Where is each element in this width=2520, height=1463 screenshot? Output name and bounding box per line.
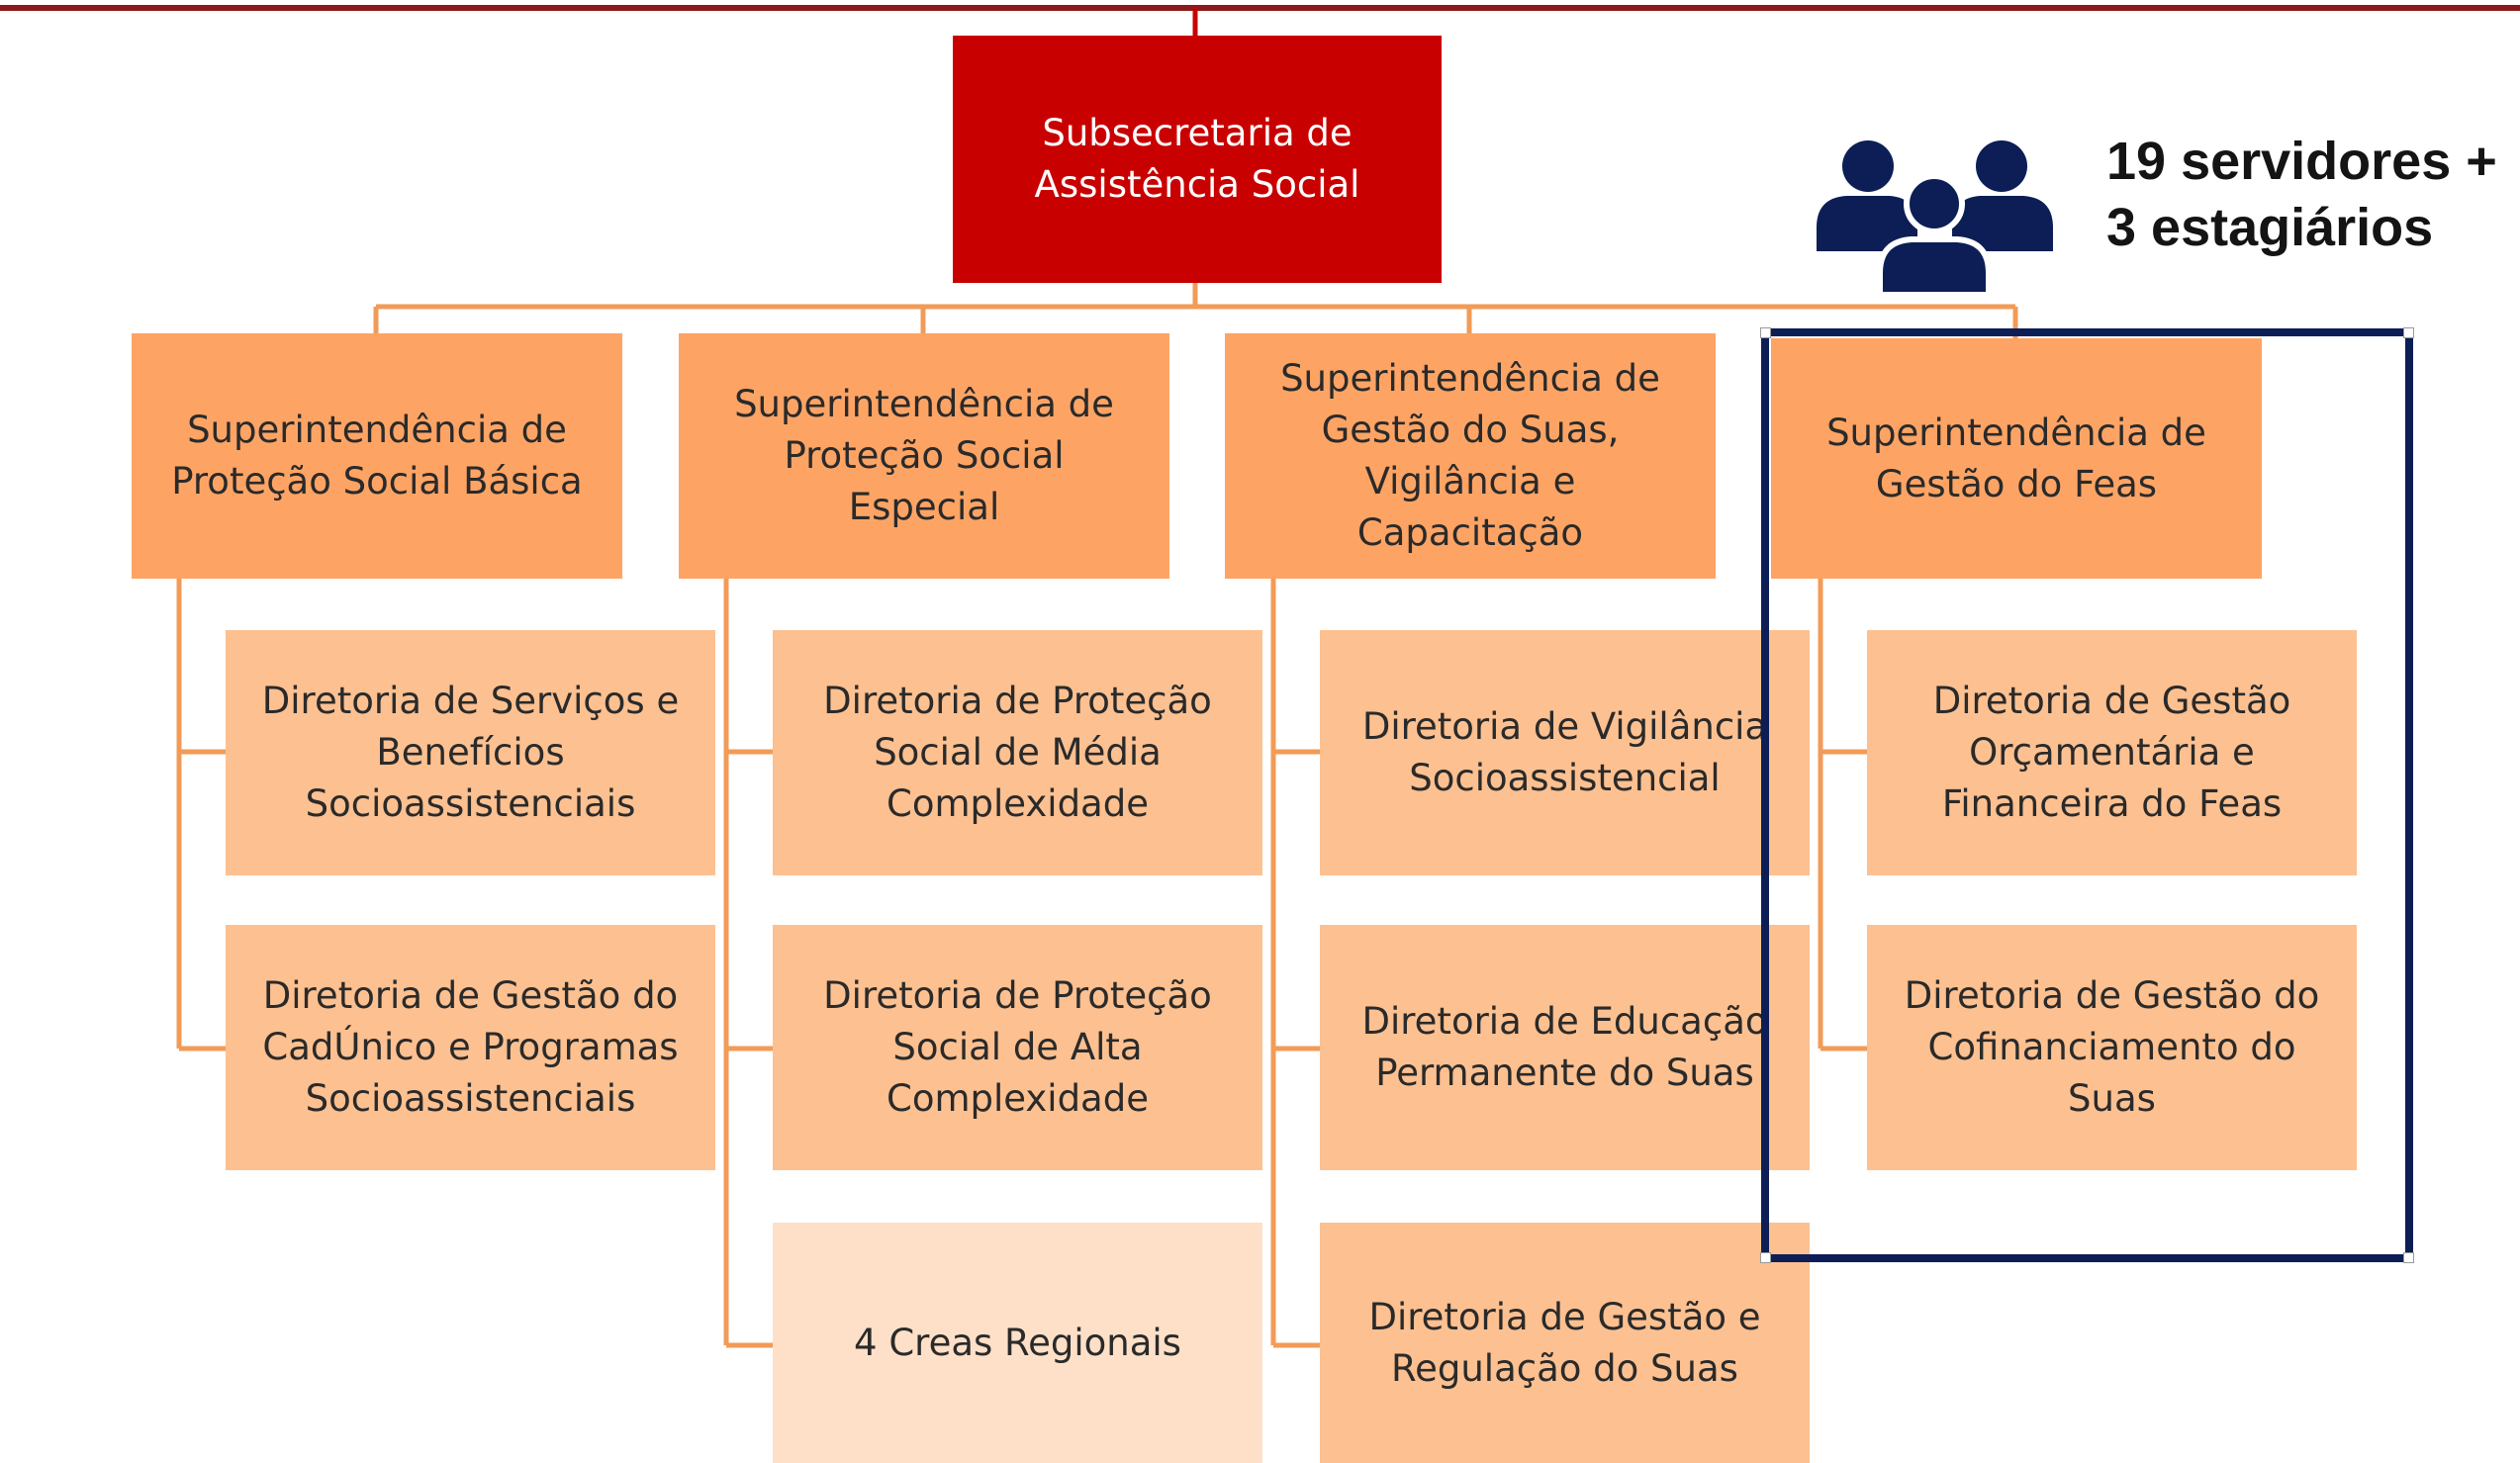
people-group-icon	[1817, 140, 2053, 295]
diretoria-label: Diretoria de Proteção Social de Alta Com…	[823, 974, 1212, 1120]
subsecretaria-label: Subsecretaria de Assistência Social	[1034, 112, 1360, 206]
subsecretaria-box: Subsecretaria de Assistência Social	[953, 36, 1442, 283]
diretoria-label: Diretoria de Gestão Orçamentária e Finan…	[1932, 680, 2291, 825]
diretoria-label: Diretoria de Serviços e Benefícios Socio…	[261, 680, 680, 825]
diretoria-media-complexidade-box: Diretoria de Proteção Social de Média Co…	[773, 630, 1262, 875]
diretoria-label: Diretoria de Proteção Social de Média Co…	[823, 680, 1212, 825]
diretoria-gestao-regulacao-box: Diretoria de Gestão e Regulação do Suas	[1320, 1223, 1810, 1463]
superintendencia-label: Superintendência de Gestão do Feas	[1826, 411, 2206, 505]
superintendencia-gestao-feas-box: Superintendência de Gestão do Feas	[1771, 338, 2262, 579]
frame-handle	[2403, 327, 2414, 338]
creas-regionais-box: 4 Creas Regionais	[773, 1223, 1262, 1463]
superintendencia-label: Superintendência de Proteção Social Bási…	[171, 409, 583, 503]
frame-handle	[2403, 1252, 2414, 1263]
diretoria-orcamentaria-financeira-box: Diretoria de Gestão Orçamentária e Finan…	[1867, 630, 2357, 875]
diretoria-educacao-permanente-box: Diretoria de Educação Permanente do Suas	[1320, 925, 1810, 1170]
diretoria-alta-complexidade-box: Diretoria de Proteção Social de Alta Com…	[773, 925, 1262, 1170]
superintendencia-protecao-especial-box: Superintendência de Proteção Social Espe…	[679, 333, 1169, 579]
frame-handle	[1760, 1252, 1771, 1263]
diretoria-label: Diretoria de Vigilância Socioassistencia…	[1361, 705, 1768, 799]
diretoria-label: Diretoria de Gestão do CadÚnico e Progra…	[262, 974, 679, 1120]
diretoria-vigilancia-box: Diretoria de Vigilância Socioassistencia…	[1320, 630, 1810, 875]
staff-count-label: 19 servidores + 3 estagiários	[2106, 132, 2497, 257]
diretoria-label: Diretoria de Educação Permanente do Suas	[1361, 1000, 1768, 1094]
diretoria-cadunico-box: Diretoria de Gestão do CadÚnico e Progra…	[226, 925, 715, 1170]
superintendencia-gestao-suas-box: Superintendência de Gestão do Suas, Vigi…	[1225, 333, 1716, 579]
frame-handle	[1760, 327, 1771, 338]
diretoria-label: Diretoria de Gestão e Regulação do Suas	[1368, 1295, 1761, 1390]
superintendencia-label: Superintendência de Proteção Social Espe…	[734, 383, 1114, 528]
superintendencia-protecao-basica-box: Superintendência de Proteção Social Bási…	[132, 333, 622, 579]
diretoria-servicos-beneficios-box: Diretoria de Serviços e Benefícios Socio…	[226, 630, 715, 875]
feas-highlight-frame	[1760, 327, 2414, 1263]
superintendencia-label: Superintendência de Gestão do Suas, Vigi…	[1280, 357, 1660, 554]
creas-label: 4 Creas Regionais	[854, 1321, 1181, 1364]
diretoria-cofinanciamento-box: Diretoria de Gestão do Cofinanciamento d…	[1867, 925, 2357, 1170]
diretoria-label: Diretoria de Gestão do Cofinanciamento d…	[1904, 974, 2320, 1120]
